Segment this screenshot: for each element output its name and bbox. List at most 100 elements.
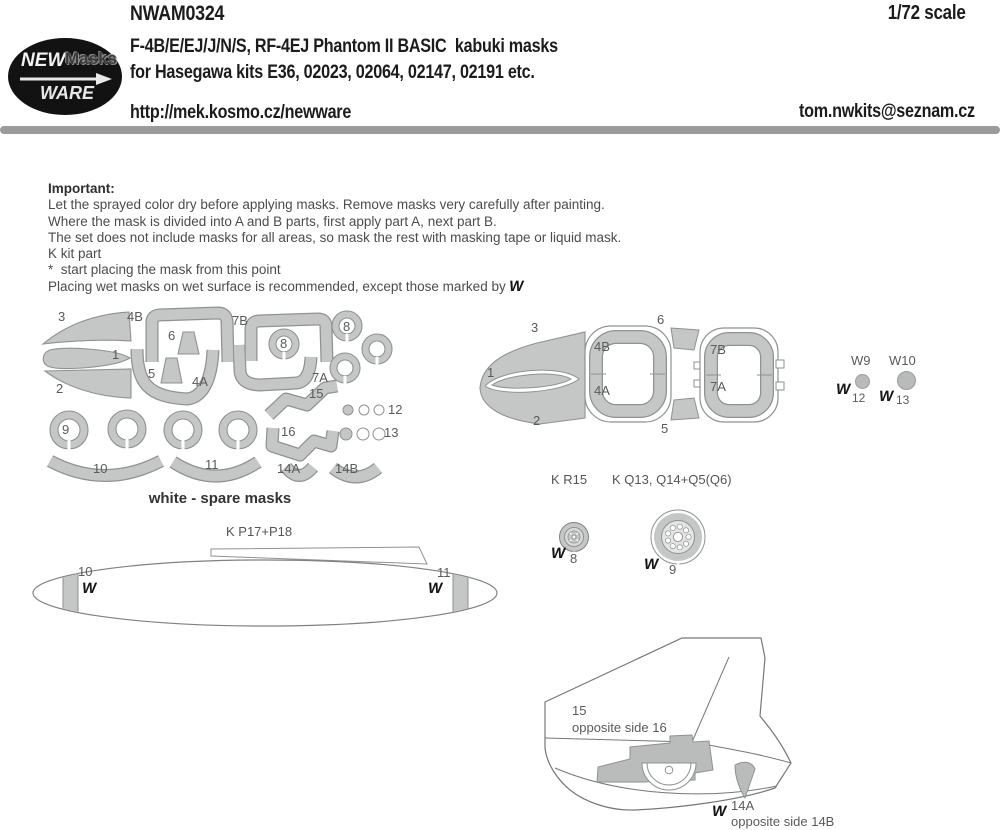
sheet-label-7a: 7A [312, 370, 328, 385]
nose-label-1: 1 [487, 365, 495, 380]
wheel-label-9: 9 [669, 562, 677, 577]
logo-word-new: NEW [21, 50, 66, 71]
tail-label-14a: 14A [731, 798, 755, 813]
centre-mask-6 [670, 327, 700, 351]
windscreen-mask [490, 373, 572, 389]
w10-title: W10 [889, 353, 916, 368]
wet-marker-glyph: W [877, 388, 895, 405]
note-line: * start placing the mask from this point [48, 262, 281, 278]
wet-marker-glyph: W [710, 803, 728, 820]
website-url: http://mek.kosmo.cz/newware [130, 102, 352, 123]
sheet-label-3: 3 [58, 309, 66, 324]
centre-mask-5 [670, 397, 700, 421]
wheel-right-kit-label: K Q13, Q14+Q5(Q6) [612, 472, 732, 487]
important-notes: Important: Let the sprayed color dry bef… [48, 181, 621, 295]
wheel-left-kit-label: K R15 [551, 472, 588, 487]
tank-label-10: 10 [78, 564, 93, 579]
title-line-2: for Hasegawa kits E36, 02023, 02064, 021… [130, 62, 535, 83]
newware-logo: NEW Masks WARE [8, 38, 122, 115]
note-line: Where the mask is divided into A and B p… [48, 213, 497, 229]
wet-marker-glyph: W [834, 381, 852, 398]
logo-arrow-icon [20, 73, 112, 85]
wet-marker-glyph: W [508, 277, 526, 295]
mask-shape-15 [265, 380, 338, 419]
mask-shape-10 [47, 456, 164, 481]
dot-mask-13 [897, 371, 916, 390]
dot-mask-12 [855, 374, 870, 389]
note-line: K kit part [48, 246, 102, 262]
wheel-label-8: 8 [570, 551, 578, 566]
tank-kit-label: K P17+P18 [226, 524, 293, 539]
nose-label-7b: 7B [710, 342, 726, 357]
sheet-label-12: 12 [388, 402, 403, 417]
wheel-mask-8 [559, 522, 589, 556]
tail-side-view-diagram [544, 637, 792, 811]
sheet-label-13: 13 [384, 425, 399, 440]
nose-top-view-diagram [479, 325, 785, 425]
wet-marker-glyph: W [549, 545, 567, 562]
sheet-label-9: 9 [62, 422, 70, 437]
wheel-masks-diagram [559, 509, 706, 566]
tail-label-opposite-16: opposite side 16 [572, 720, 667, 735]
mask-shape-4a [131, 348, 219, 405]
wet-marker-glyph: W [426, 580, 444, 597]
sheet-label-8-spare: 8 [343, 319, 351, 334]
mask-shape-16 [266, 427, 339, 461]
nose-label-4b: 4B [594, 339, 610, 354]
tank-label-11: 11 [437, 565, 451, 580]
tank-band-10 [62, 561, 79, 625]
nose-label-3: 3 [531, 320, 539, 335]
nose-label-7a: 7A [710, 379, 726, 394]
wet-marker-glyph: W [80, 580, 98, 597]
mask-shape-14a [281, 463, 318, 481]
mask-shape-14b [329, 463, 382, 483]
wheel-mask-9 [650, 509, 706, 566]
w-label-13: 13 [896, 393, 910, 407]
logo-word-ware: WARE [40, 83, 94, 103]
spare-masks-caption: white - spare masks [148, 490, 292, 507]
mask-shape-7b [245, 313, 333, 363]
w9-title: W9 [851, 353, 871, 368]
sheet-label-14a: 14A [277, 461, 301, 476]
mask-shape-6 [177, 331, 200, 355]
nose-label-6: 6 [657, 312, 665, 327]
tank-body [32, 559, 498, 627]
tail-label-15: 15 [572, 703, 587, 718]
mask-shape-3 [41, 311, 132, 345]
contact-email: tom.nwkits@seznam.cz [799, 101, 975, 122]
sheet-label-7b: 7B [232, 313, 248, 328]
sheet-label-1: 1 [112, 347, 120, 362]
tail-label-opposite-14b: opposite side 14B [731, 814, 835, 829]
title-line-1: F-4B/E/EJ/J/N/S, RF-4EJ Phantom II BASIC… [130, 36, 558, 57]
tank-band-11 [452, 561, 469, 625]
small-circle-masks [339, 404, 386, 441]
sheet-label-11: 11 [205, 457, 219, 472]
mask-shape-7a [233, 344, 317, 391]
mask-shape-2 [43, 368, 132, 399]
mask-shape-11 [170, 457, 261, 482]
mask-shape-1 [42, 347, 131, 370]
sheet-label-4b: 4B [127, 309, 143, 324]
nose-label-4a: 4A [594, 383, 610, 398]
sheet-label-14b: 14B [335, 461, 359, 476]
tail-mask-14a [734, 761, 756, 800]
exhaust-semicircle [641, 762, 697, 791]
note-line-text: Placing wet masks on wet surface is reco… [48, 278, 510, 294]
fuel-tank-diagram [32, 546, 498, 627]
mask-sheet-diagram [41, 306, 393, 484]
sheet-label-10: 10 [93, 461, 108, 476]
sheet-label-8-canopy: 8 [280, 336, 288, 351]
sheet-label-4a: 4A [192, 374, 208, 389]
sheet-label-15: 15 [309, 386, 324, 401]
sheet-label-6: 6 [168, 328, 176, 343]
w-label-12: 12 [852, 391, 866, 405]
nose-label-5: 5 [661, 421, 669, 436]
nose-label-2: 2 [533, 413, 541, 428]
sheet-label-5: 5 [148, 366, 156, 381]
product-code: NWAM0324 [130, 2, 225, 25]
note-line: The set does not include masks for all a… [48, 229, 622, 245]
scale-label: 1/72 scale [888, 2, 966, 24]
wet-marker-glyph: W [642, 556, 660, 573]
ring-masks [49, 310, 393, 451]
